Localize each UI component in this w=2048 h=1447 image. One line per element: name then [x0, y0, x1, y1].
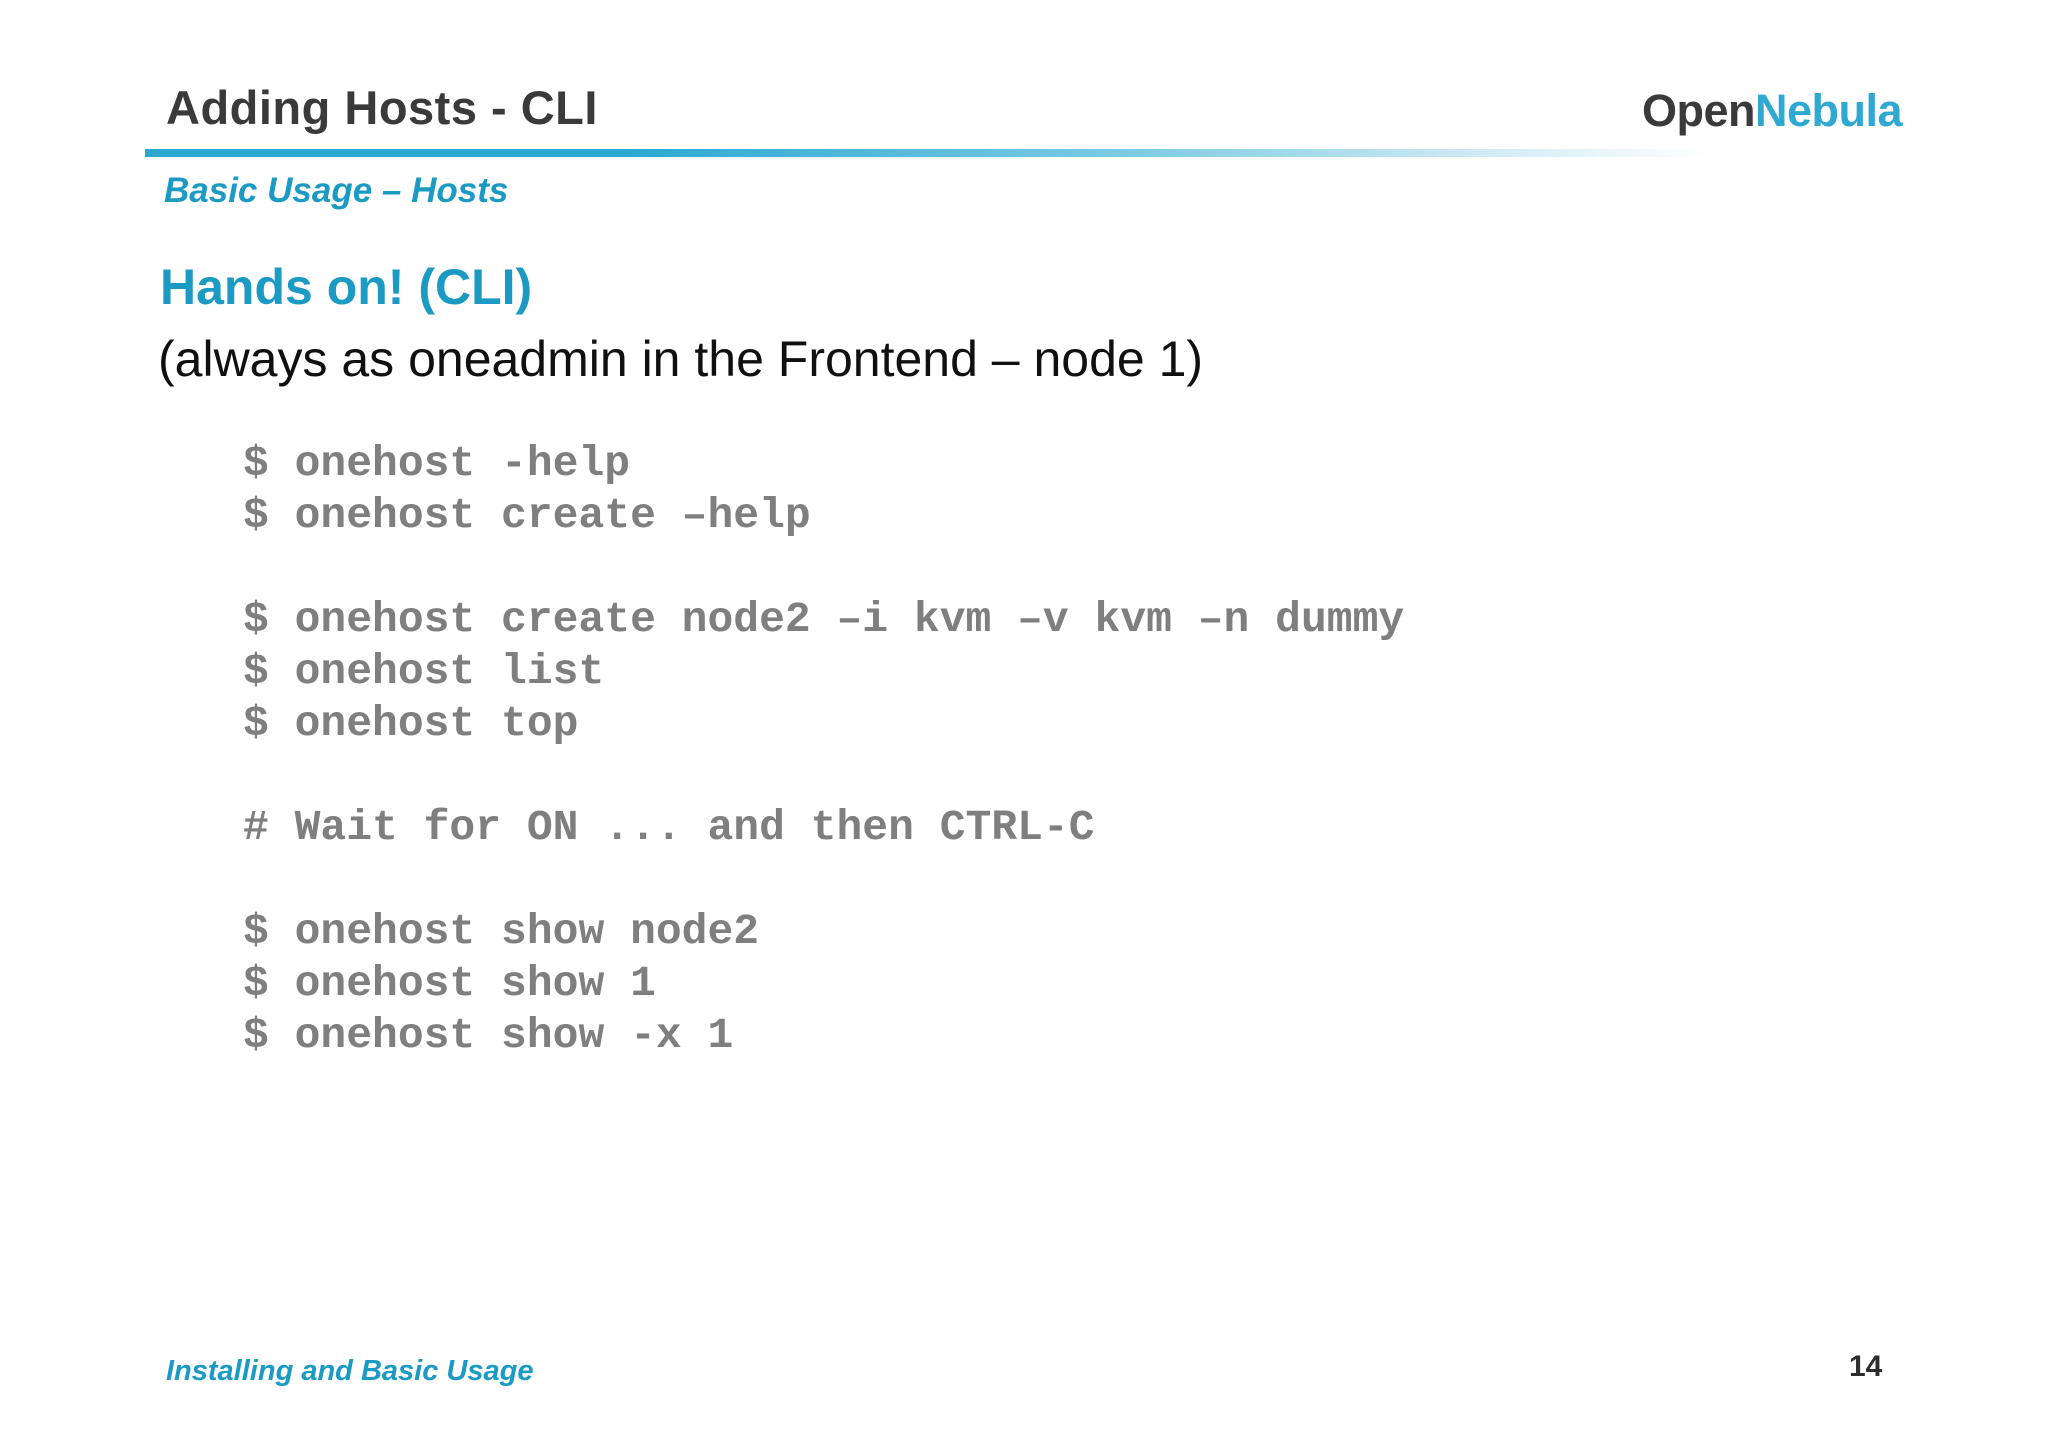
section-subtitle: Basic Usage – Hosts	[164, 171, 509, 210]
logo-text-nebula: Nebula	[1755, 85, 1903, 136]
logo-text-open: Open	[1642, 85, 1756, 136]
code-line: $ onehost create node2 –i kvm –v kvm –n …	[243, 595, 1405, 644]
context-note: (always as oneadmin in the Frontend – no…	[158, 331, 1204, 387]
code-block: $ onehost -help $ onehost create –help $…	[243, 438, 1404, 1062]
code-line	[243, 542, 1404, 594]
code-line: $ onehost show node2	[243, 907, 760, 956]
page-title: Adding Hosts - CLI	[166, 81, 598, 134]
footer-title: Installing and Basic Usage	[166, 1355, 534, 1387]
title-divider	[145, 149, 1741, 157]
code-line: $ onehost show 1	[243, 959, 656, 1008]
code-line	[243, 750, 1404, 802]
code-line	[243, 854, 1404, 906]
code-line: $ onehost create –help	[243, 491, 811, 540]
opennebula-logo: OpenNebula	[1642, 85, 1903, 136]
code-line: # Wait for ON ... and then CTRL-C	[243, 803, 1095, 852]
hands-on-heading: Hands on! (CLI)	[160, 259, 533, 315]
code-line: $ onehost list	[243, 647, 605, 696]
code-line: $ onehost top	[243, 699, 579, 748]
code-line: $ onehost show -x 1	[243, 1011, 734, 1060]
page-number: 14	[1849, 1350, 1883, 1383]
code-line: $ onehost -help	[243, 439, 631, 488]
